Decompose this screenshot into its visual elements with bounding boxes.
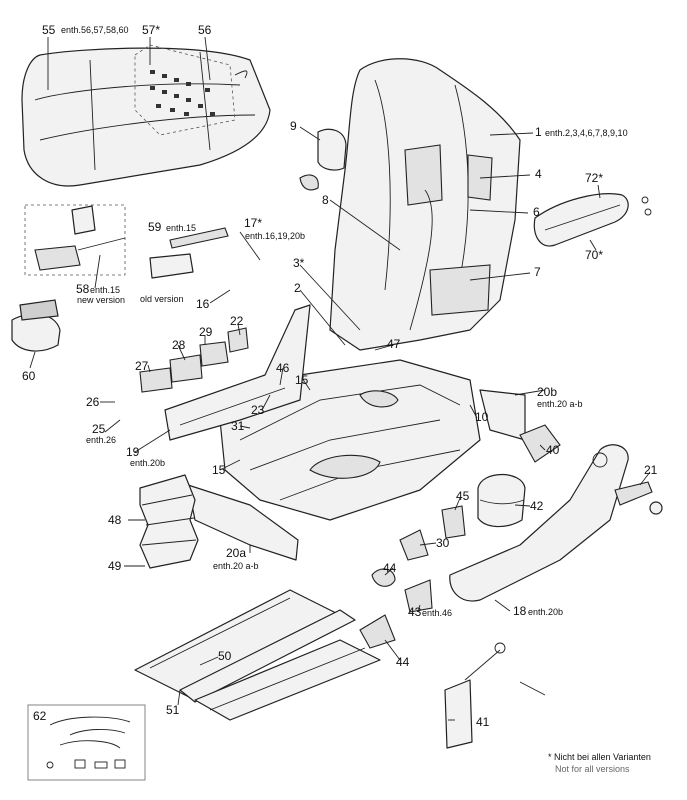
callout-sub: enth.20 a-b — [213, 561, 259, 571]
callout-7: 7 — [534, 265, 541, 279]
pad-part-60 — [11, 299, 61, 352]
callout-20b: 20b enth.20 a-b — [537, 385, 583, 409]
callout-40: 40 — [546, 443, 560, 457]
callout-18: 18 enth.20b — [513, 604, 563, 618]
callout-number: 20a — [226, 546, 246, 560]
callout-20a: 20a enth.20 a-b — [213, 546, 259, 571]
callout-sub: enth.26 — [86, 435, 116, 445]
part-30 — [399, 529, 429, 561]
callout-23: 23 — [251, 403, 265, 417]
callout-60: 60 — [22, 369, 36, 383]
callout-number: 17* — [244, 216, 262, 230]
callout-50: 50 — [218, 649, 232, 663]
callout-26: 26 — [86, 395, 100, 409]
callout-70: 70* — [585, 248, 603, 262]
callout-55: 55 enth.56,57,58,60 — [42, 23, 129, 37]
callout-45: 45 — [456, 489, 470, 503]
callout-number: 25 — [92, 422, 106, 436]
callout-sub: enth.46 — [422, 608, 452, 618]
mechanism-parts-43-44 — [359, 568, 433, 649]
callout-sub: enth.56,57,58,60 — [61, 25, 129, 35]
callout-47: 47 — [387, 337, 401, 351]
seat-cushion-part — [21, 44, 271, 187]
leader-lines — [29, 36, 651, 721]
callout-number: 55 — [42, 23, 56, 37]
callout-sub-2: new version — [77, 295, 125, 305]
callout-49: 49 — [108, 559, 122, 573]
plate-part-45 — [441, 505, 466, 539]
footnote-english: Not for all versions — [555, 764, 630, 774]
callout-sub: enth.2,3,4,6,7,8,9,10 — [545, 128, 628, 138]
lumbar-pieces — [34, 205, 229, 279]
callout-8: 8 — [322, 193, 329, 207]
callout-42: 42 — [530, 499, 544, 513]
callout-46: 46 — [276, 361, 290, 375]
headrest-part — [299, 128, 347, 191]
callout-9: 9 — [290, 119, 297, 133]
motor-parts — [139, 327, 249, 393]
lever-part-21 — [614, 481, 663, 515]
callout-4: 4 — [535, 167, 542, 181]
bracket-part-40 — [519, 424, 561, 463]
item-59-dashed-box — [24, 204, 126, 276]
callout-62: 62 — [33, 709, 47, 723]
side-panel-part-19 — [164, 304, 311, 441]
callout-72: 72* — [585, 171, 603, 185]
callout-15-top: 15 — [295, 373, 309, 387]
callout-sub: enth.20 a-b — [537, 399, 583, 409]
bellows-part-48 — [139, 474, 199, 569]
callout-17: 17* enth.16,19,20b — [244, 216, 305, 241]
callout-6: 6 — [533, 205, 540, 219]
callout-25: 25 enth.26 — [86, 422, 116, 445]
callout-29: 29 — [199, 325, 213, 339]
callout-number: 59 — [148, 220, 162, 234]
backrest-part — [329, 58, 521, 351]
callout-27: 27 — [135, 359, 149, 373]
callout-number: 43 — [408, 605, 422, 619]
callout-2: 2 — [294, 281, 301, 295]
shock-absorber-part-41 — [444, 642, 546, 749]
rails-part-50-51 — [134, 589, 381, 721]
callout-sub: enth.16,19,20b — [245, 231, 305, 241]
callout-number: 19 — [126, 445, 140, 459]
air-spring-part-42 — [477, 474, 526, 528]
callout-sub: enth.15 — [166, 223, 196, 233]
callout-44-bottom: 44 — [396, 655, 410, 669]
callout-1: 1 enth.2,3,4,6,7,8,9,10 — [535, 125, 628, 139]
callout-56: 56 — [198, 23, 212, 37]
callout-sub: enth.20b — [130, 458, 165, 468]
armrest-part — [533, 193, 652, 247]
callout-43: 43 enth.46 — [408, 605, 452, 619]
callout-number: 18 — [513, 604, 527, 618]
callout-28: 28 — [172, 338, 186, 352]
callout-58: 58 enth.15 new version — [76, 282, 125, 305]
callout-59: 59 enth.15 — [148, 220, 196, 234]
callout-48: 48 — [108, 513, 122, 527]
parts-kit-62-box — [27, 704, 146, 781]
callout-21: 21 — [644, 463, 658, 477]
side-cover-part-18 — [449, 444, 629, 602]
callout-sub: enth.20b — [528, 607, 563, 617]
callout-sub: enth.15 — [90, 285, 120, 295]
callout-19: 19 enth.20b — [126, 445, 165, 468]
callout-10: 10 — [475, 410, 489, 424]
callout-16: 16 — [196, 297, 210, 311]
callout-number: 1 — [535, 125, 542, 139]
footnote-german: * Nicht bei allen Varianten — [548, 752, 651, 762]
callout-22: 22 — [230, 314, 244, 328]
callout-number: 58 — [76, 282, 90, 296]
callout-15-bottom: 15 — [212, 463, 226, 477]
callout-3: 3* — [293, 256, 305, 270]
callout-31: 31 — [231, 419, 245, 433]
callout-51: 51 — [166, 703, 180, 717]
front-panel-part-20a — [187, 484, 299, 561]
parts-kit-62-contents — [46, 716, 131, 769]
callout-41: 41 — [476, 715, 490, 729]
callout-44-top: 44 — [383, 561, 397, 575]
callout-number: 20b — [537, 385, 557, 399]
old-version-label: old version — [140, 294, 184, 304]
callout-57: 57* — [142, 23, 160, 37]
callout-30: 30 — [436, 536, 450, 550]
